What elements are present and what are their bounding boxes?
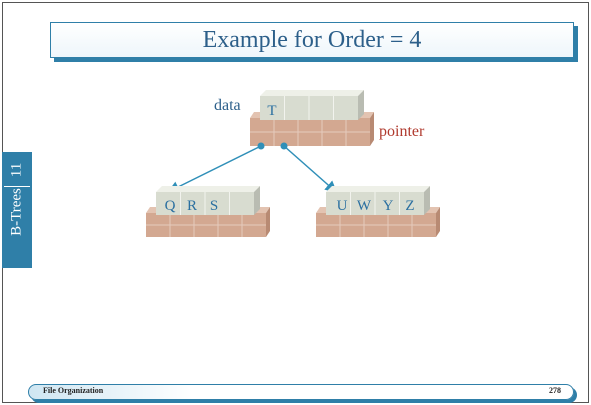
footer-bar: File Organization 278 (28, 384, 574, 400)
side-tab (2, 152, 32, 268)
left-child-key-2: S (210, 198, 218, 214)
pointer-arrows (167, 142, 338, 193)
title-box: Example for Order = 4 (50, 22, 574, 58)
root-key-0: T (267, 103, 276, 119)
right-child-key-2: Y (383, 198, 394, 214)
left-child-key-1: R (187, 198, 197, 214)
pointer-label: pointer (379, 123, 425, 140)
right-child-key-1: W (357, 198, 372, 214)
right-child-node: U W Y Z (316, 186, 440, 237)
footer-page-number: 278 (549, 386, 561, 395)
arrow-to-left-child (167, 145, 262, 193)
footer-course-title: File Organization (43, 386, 104, 395)
data-label: data (214, 97, 241, 114)
left-child-key-0: Q (165, 198, 176, 214)
left-child-key-row: Q R S (156, 186, 260, 215)
arrow-to-right-child (283, 145, 338, 193)
side-tab-separator (4, 186, 30, 187)
right-child-key-row: U W Y Z (326, 186, 430, 215)
left-child-node: Q R S (146, 186, 270, 237)
right-child-key-3: Z (405, 198, 414, 214)
right-child-key-0: U (337, 198, 348, 214)
slide-title: Example for Order = 4 (202, 26, 422, 53)
root-node: T (250, 90, 374, 146)
root-key-row: T (260, 90, 364, 120)
